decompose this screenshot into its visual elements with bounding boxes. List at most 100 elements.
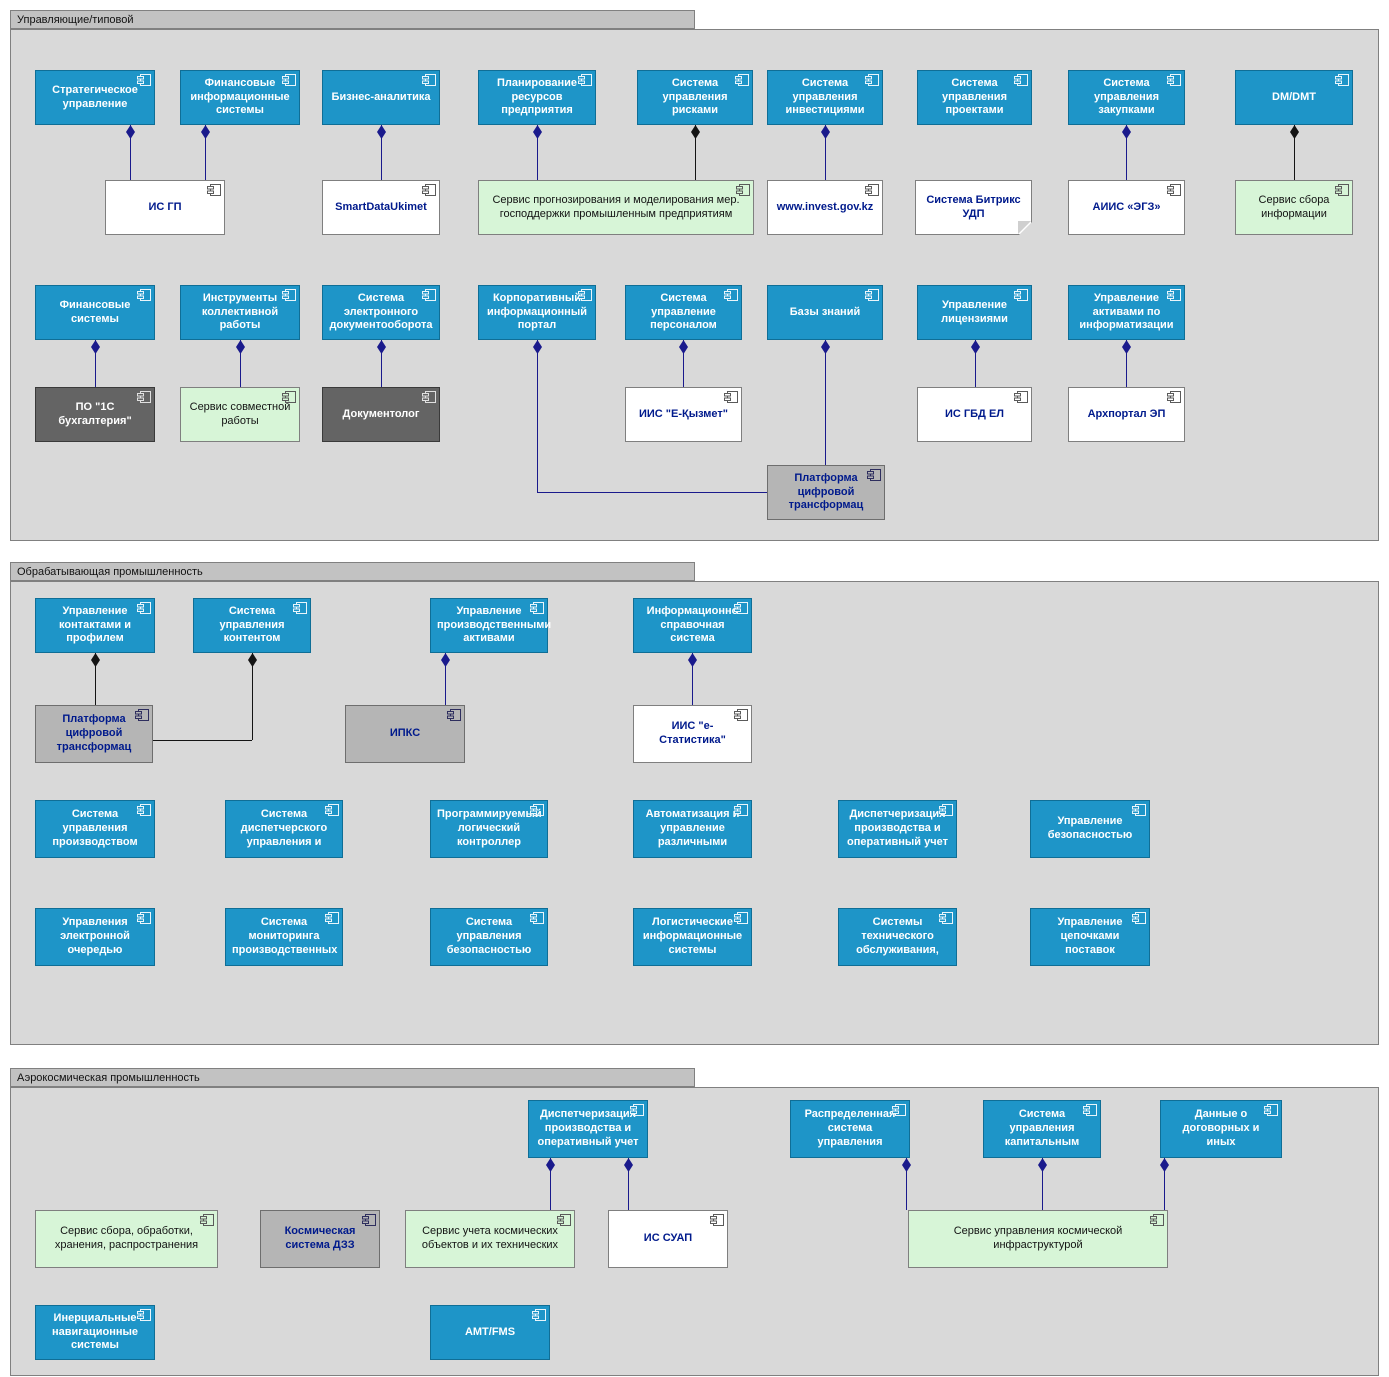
node-edms[interactable]: Система электронного документооборота xyxy=(322,285,440,340)
node-label: Системы технического обслуживания, xyxy=(856,916,939,956)
node-digital-transformation-platform-2[interactable]: Платформа цифровой трансформац xyxy=(35,705,153,763)
node-iis-e-statistika[interactable]: ИИС "е-Статистика" xyxy=(633,705,752,763)
node-investment-management-system[interactable]: Система управления инвестициями xyxy=(767,70,883,125)
node-is-gp[interactable]: ИС ГП xyxy=(105,180,225,235)
node-collection-processing-service[interactable]: Сервис сбора, обработки, хранения, распр… xyxy=(35,1210,218,1268)
node-contact-profile-management[interactable]: Управление контактами и профилем xyxy=(35,598,155,653)
node-business-analytics[interactable]: Бизнес-аналитика xyxy=(322,70,440,125)
node-electronic-queue-management[interactable]: Управления электронной очередью xyxy=(35,908,155,966)
node-label: Система управления закупками xyxy=(1093,76,1159,117)
component-icon xyxy=(137,74,151,86)
node-digital-transformation-platform-1[interactable]: Платформа цифровой трансформац xyxy=(767,465,885,520)
node-license-management[interactable]: Управление лицензиями xyxy=(917,285,1032,340)
component-icon xyxy=(724,289,738,301)
node-invest-gov-kz[interactable]: www.invest.gov.kz xyxy=(767,180,883,235)
component-icon xyxy=(530,912,544,924)
node-label: АИИС «ЭГЗ» xyxy=(1092,200,1161,213)
node-financial-systems[interactable]: Финансовые системы xyxy=(35,285,155,340)
component-icon xyxy=(137,912,151,924)
node-production-management-system[interactable]: Система управления производством xyxy=(35,800,155,858)
component-icon xyxy=(724,391,738,403)
component-icon xyxy=(137,391,151,403)
node-label: ИС СУАП xyxy=(643,1232,693,1245)
node-label: ПО "1С бухгалтерия" xyxy=(58,400,132,427)
node-label: Управление лицензиями xyxy=(941,298,1008,325)
node-is-gbd-el[interactable]: ИС ГБД ЕЛ xyxy=(917,387,1032,442)
node-collaboration-tools[interactable]: Инструменты коллективной работы xyxy=(180,285,300,340)
node-label: Планирование ресурсов предприятия xyxy=(496,76,578,117)
node-production-dispatch-1[interactable]: Диспетчеризация производства и оперативн… xyxy=(838,800,957,858)
connector-line xyxy=(1294,125,1295,180)
node-label: Корпоративный информационный портал xyxy=(487,291,587,332)
node-dm-dmt[interactable]: DM/DMT xyxy=(1235,70,1353,125)
component-icon xyxy=(578,289,592,301)
component-icon xyxy=(1264,1104,1278,1116)
node-production-monitoring-system[interactable]: Система мониторинга производственных xyxy=(225,908,343,966)
node-label: Управление производственными активами xyxy=(437,604,552,645)
node-plc[interactable]: Программируемый логический контроллер xyxy=(430,800,548,858)
node-security-management[interactable]: Управление безопасностью xyxy=(1030,800,1150,858)
node-hr-management-system[interactable]: Система управление персоналом xyxy=(625,285,742,340)
component-icon xyxy=(736,184,750,196)
node-corporate-portal[interactable]: Корпоративный информационный портал xyxy=(478,285,596,340)
node-contract-data[interactable]: Данные о договорных и иных xyxy=(1160,1100,1282,1158)
node-arhportal-ep[interactable]: Архпортал ЭП xyxy=(1068,387,1185,442)
node-info-reference-system[interactable]: Информационно справочная система xyxy=(633,598,752,653)
component-icon xyxy=(1150,1214,1164,1226)
node-label: Базы знаний xyxy=(789,305,861,318)
node-collaboration-service[interactable]: Сервис совместной работы xyxy=(180,387,300,442)
node-project-management-system[interactable]: Система управления проектами xyxy=(917,70,1032,125)
node-maintenance-systems[interactable]: Системы технического обслуживания, xyxy=(838,908,957,966)
node-bitrix-udp[interactable]: Система Битрикс УДП xyxy=(915,180,1032,235)
node-documentolog[interactable]: Документолог xyxy=(322,387,440,442)
node-label: Система управления проектами xyxy=(941,76,1007,117)
node-forecasting-service[interactable]: Сервис прогнозирования и моделирования м… xyxy=(478,180,754,235)
node-label: Сервис сбора, обработки, хранения, распр… xyxy=(54,1225,199,1251)
node-erp-planning[interactable]: Планирование ресурсов предприятия xyxy=(478,70,596,125)
node-knowledge-bases[interactable]: Базы знаний xyxy=(767,285,883,340)
node-strategic-management[interactable]: Стратегическое управление xyxy=(35,70,155,125)
node-space-infrastructure-service[interactable]: Сервис управления космической инфраструк… xyxy=(908,1210,1168,1268)
node-automation-various-control[interactable]: Автоматизация и управление различными xyxy=(633,800,752,858)
connector-line xyxy=(1042,1158,1043,1210)
node-supply-chain-management[interactable]: Управление цепочками поставок xyxy=(1030,908,1150,966)
component-icon xyxy=(1335,184,1349,196)
component-icon xyxy=(325,804,339,816)
node-ipks[interactable]: ИПКС xyxy=(345,705,465,763)
node-space-system-dzz[interactable]: Космическая система ДЗЗ xyxy=(260,1210,380,1268)
node-label: Система электронного документооборота xyxy=(329,291,433,332)
node-dispatch-control-system[interactable]: Система диспетчерского управления и xyxy=(225,800,343,858)
node-iis-e-qyzmet[interactable]: ИИС "Е-Қызмет" xyxy=(625,387,742,442)
connector-line xyxy=(537,340,538,492)
node-risk-management-system[interactable]: Система управления рисками xyxy=(637,70,753,125)
node-label: Система Битрикс УДП xyxy=(926,193,1021,220)
node-space-objects-accounting-service[interactable]: Сервис учета космических объектов и их т… xyxy=(405,1210,575,1268)
component-icon xyxy=(734,602,748,614)
node-inertial-navigation-systems[interactable]: Инерциальные навигационные системы xyxy=(35,1305,155,1360)
composition-diamond-icon xyxy=(533,125,542,139)
node-label: Диспетчеризация производства и оперативн… xyxy=(537,1108,639,1148)
node-capital-management-system[interactable]: Система управления капитальным xyxy=(983,1100,1101,1158)
composition-diamond-icon xyxy=(377,340,386,354)
node-smartdataukimet[interactable]: SmartDataUkimet xyxy=(322,180,440,235)
node-logistics-info-systems[interactable]: Логистические информационные системы xyxy=(633,908,752,966)
node-financial-info-systems[interactable]: Финансовые информационные системы xyxy=(180,70,300,125)
node-po-1c-buhgalteria[interactable]: ПО "1С бухгалтерия" xyxy=(35,387,155,442)
connector-line xyxy=(95,653,96,705)
node-it-asset-management[interactable]: Управление активами по информатизации xyxy=(1068,285,1185,340)
node-production-dispatch-2[interactable]: Диспетчеризация производства и оперативн… xyxy=(528,1100,648,1158)
node-production-asset-management[interactable]: Управление производственными активами xyxy=(430,598,552,653)
connector-line xyxy=(825,125,826,180)
node-safety-management-system[interactable]: Система управления безопасностью xyxy=(430,908,548,966)
node-distributed-control-system[interactable]: Распределенная система управления xyxy=(790,1100,910,1158)
node-is-suap[interactable]: ИС СУАП xyxy=(608,1210,728,1268)
node-label: Сервис прогнозирования и моделирования м… xyxy=(492,193,740,220)
node-content-management-system[interactable]: Система управления контентом xyxy=(193,598,311,653)
component-icon xyxy=(282,391,296,403)
node-procurement-management-system[interactable]: Система управления закупками xyxy=(1068,70,1185,125)
component-icon xyxy=(578,74,592,86)
node-data-collection-service[interactable]: Сервис сбора информации xyxy=(1235,180,1353,235)
node-aiis-egz[interactable]: АИИС «ЭГЗ» xyxy=(1068,180,1185,235)
connector-line xyxy=(825,340,826,465)
node-amt-fms[interactable]: AMT/FMS xyxy=(430,1305,550,1360)
